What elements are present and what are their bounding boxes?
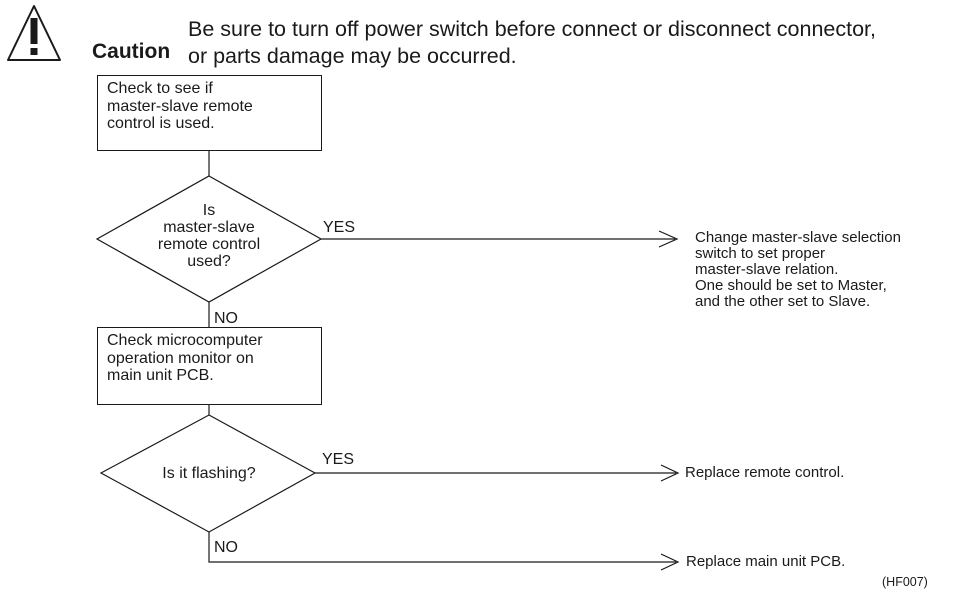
result-change-selection: Change master-slave selection switch to …: [695, 230, 901, 310]
warning-triangle-icon: [7, 5, 61, 61]
step1-line-3: control is used.: [107, 115, 215, 132]
decision-2-no-label: NO: [214, 539, 238, 556]
step2-line-1: Check microcomputer: [107, 332, 263, 349]
decision1-line-1: Is: [202, 202, 216, 219]
result-replace-remote: Replace remote control.: [685, 464, 845, 481]
result-replace-pcb: Replace main unit PCB.: [686, 553, 846, 570]
decision-2-text: Is it flashing?: [162, 465, 256, 482]
decision-1-yes-label: YES: [323, 219, 356, 236]
decision1-line-3: remote control: [157, 236, 261, 253]
arrowhead-result1: [658, 230, 679, 248]
result1-line-1: Change master-slave selection: [695, 229, 901, 246]
figure-code: (HF007): [882, 575, 928, 589]
connector-decision2-no: [208, 532, 676, 563]
arrowhead-result3: [660, 553, 680, 571]
step1-line-2: master-slave remote: [107, 97, 253, 115]
decision-2-yes-label: YES: [322, 451, 355, 468]
caution-line-2: or parts damage may be occurred.: [188, 44, 517, 68]
result1-line-2: switch to set proper: [695, 245, 826, 262]
caution-line-1: Be sure to turn off power switch before …: [188, 17, 876, 41]
decision1-line-4: used?: [187, 253, 231, 270]
decision1-line-2: master-slave: [163, 219, 255, 236]
step-check-master-slave: Check to see if master-slave remote cont…: [97, 75, 322, 151]
caution-text: Be sure to turn off power switch before …: [188, 16, 876, 70]
decision-1-no-label: NO: [214, 310, 238, 327]
step2-line-3: main unit PCB.: [107, 367, 214, 384]
result1-line-4: One should be set to Master,: [695, 277, 887, 294]
step1-line-1: Check to see if: [107, 80, 213, 97]
result1-line-3: master-slave relation.: [695, 261, 839, 278]
step-check-microcomputer: Check microcomputer operation monitor on…: [97, 327, 322, 405]
decision-1-text: Is master-slave remote control used?: [129, 202, 289, 270]
caution-label: Caution: [92, 40, 171, 63]
step2-line-2: operation monitor on: [107, 349, 254, 367]
result1-line-5: and the other set to Slave.: [695, 293, 871, 310]
arrowhead-result2: [660, 464, 680, 482]
